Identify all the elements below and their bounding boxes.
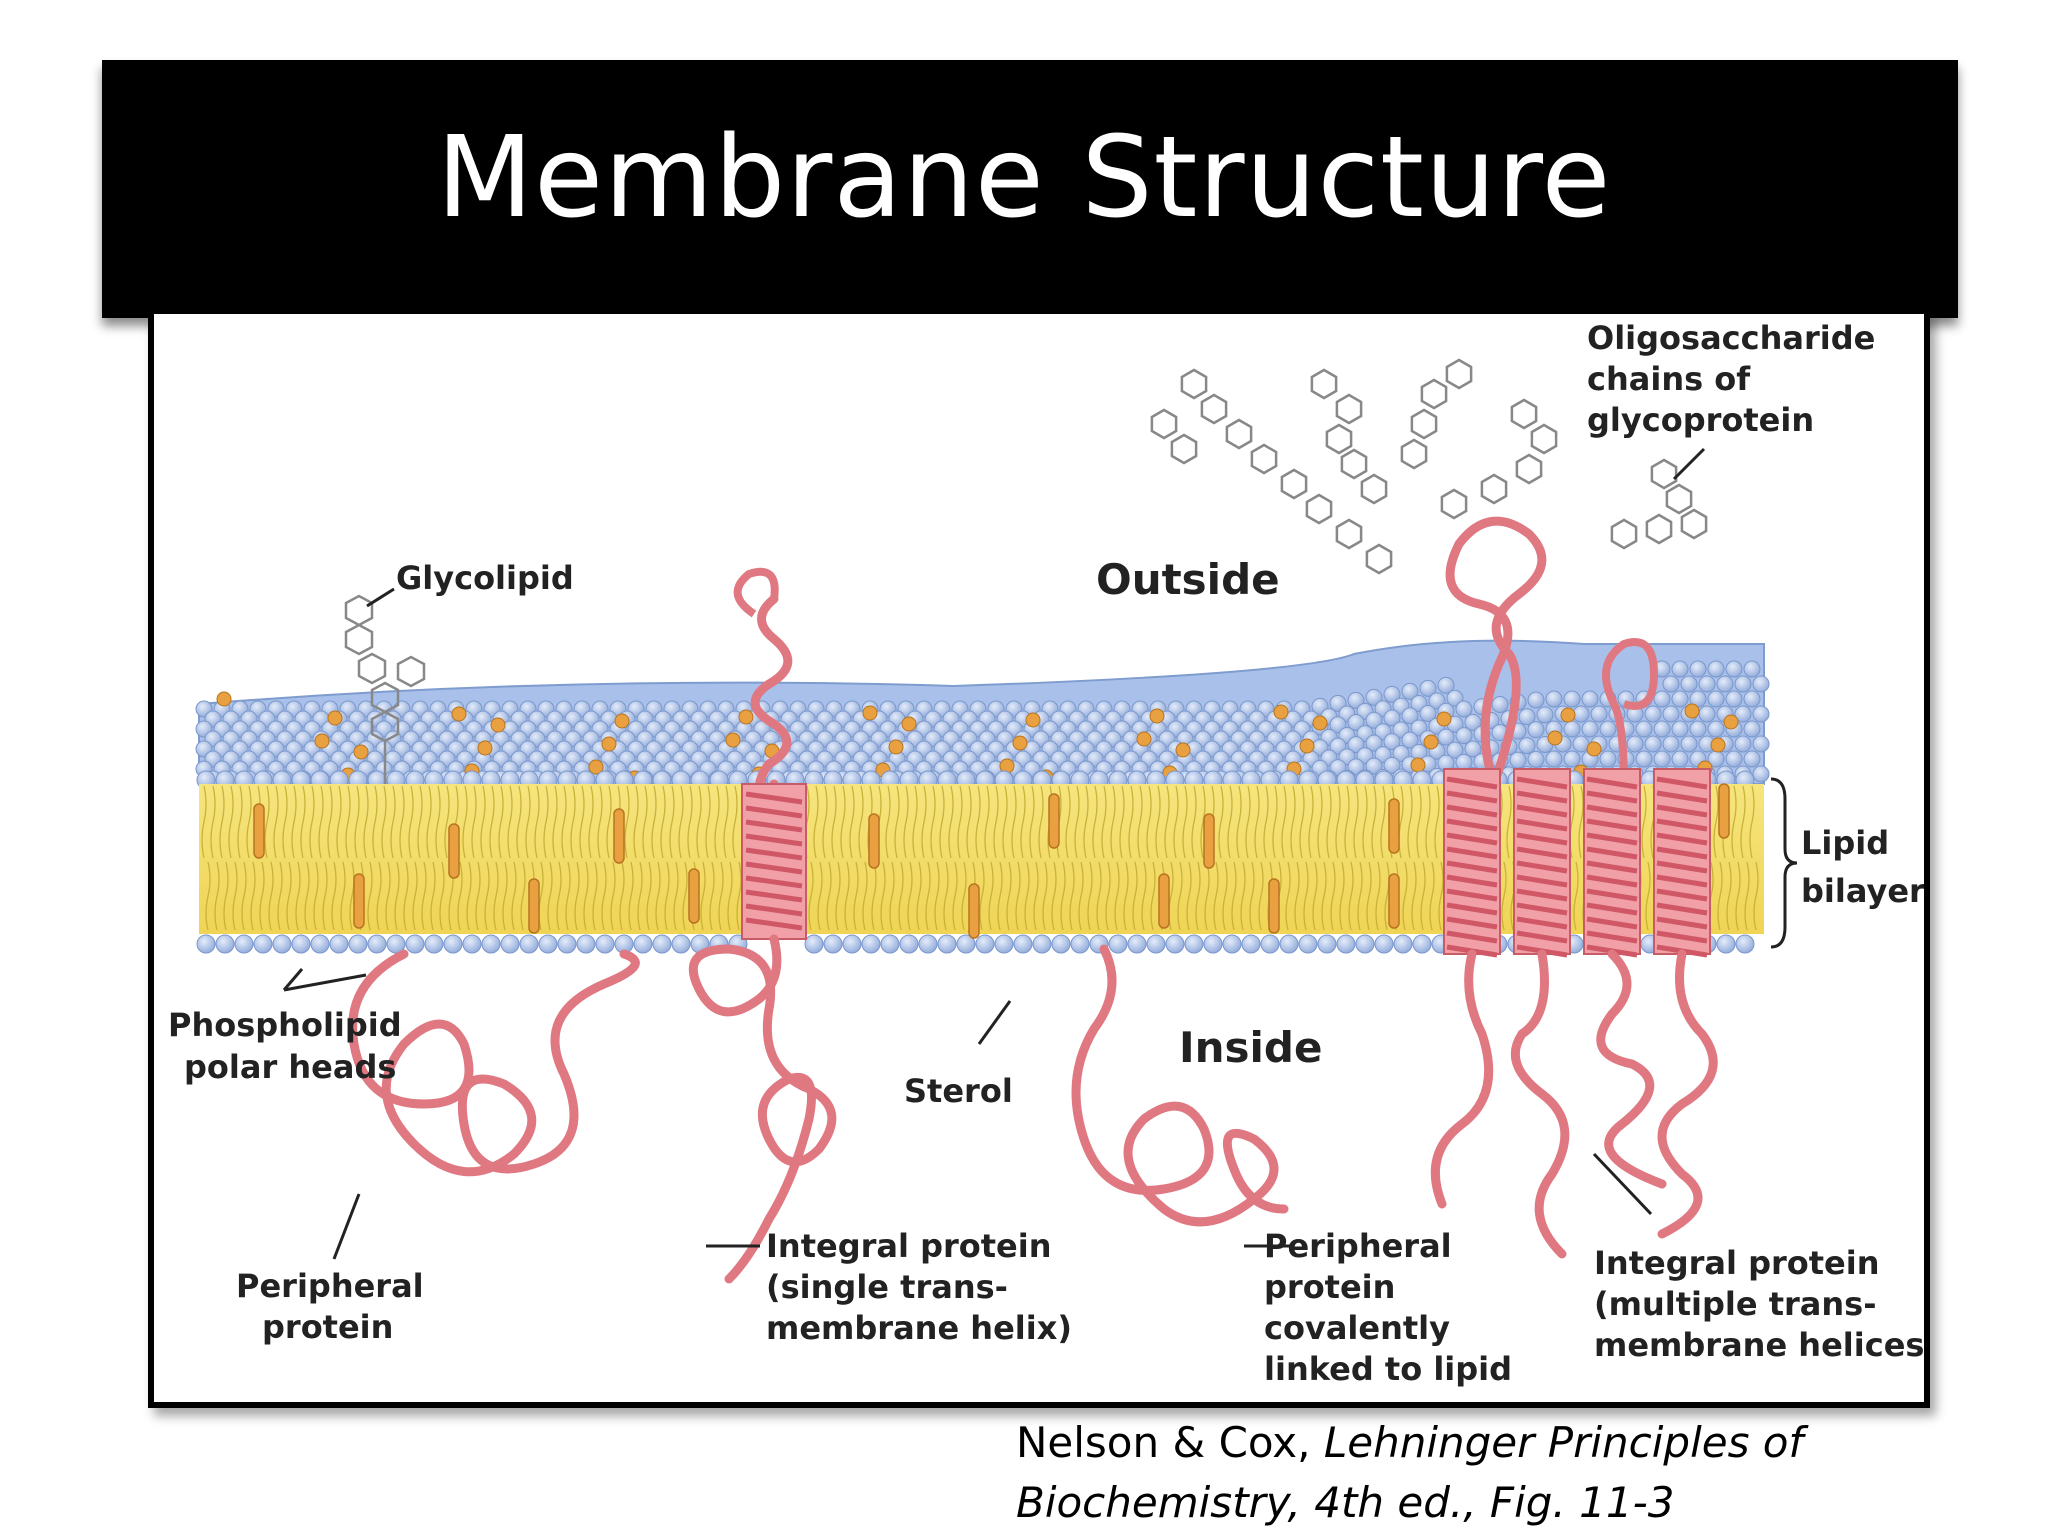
label-peripheral-protein: Peripheral protein (236, 1267, 435, 1346)
peripheral-protein-left (348, 949, 640, 1177)
outer-polar-heads (195, 660, 1770, 790)
label-inside: Inside (1179, 1023, 1322, 1072)
integral-protein-single-helix (688, 567, 837, 1284)
title-bar (102, 60, 1958, 318)
peripheral-protein-covalent (1071, 944, 1289, 1227)
label-phospholipid-heads: Phospholipid polar heads (168, 1006, 413, 1086)
sterol-molecules (253, 783, 1730, 939)
citation-book-line2: Biochemistry, 4th ed., Fig. 11-3 (1016, 1478, 1675, 1527)
label-peripheral-covalent: Peripheral protein covalently linked to … (1264, 1227, 1512, 1388)
label-lipid-bilayer: Lipid bilayer (1801, 824, 1924, 910)
label-integral-multiple: Integral protein (multiple trans- membra… (1594, 1244, 1924, 1364)
label-outside: Outside (1096, 555, 1280, 604)
label-sterol: Sterol (904, 1072, 1013, 1110)
integral-protein-multiple-helices (1430, 516, 1718, 1259)
hydrophobic-core (199, 784, 1764, 934)
label-oligosaccharide: Oligosaccharide chains of glycoprotein (1587, 319, 1886, 439)
label-integral-single: Integral protein (single trans- membrane… (766, 1227, 1072, 1347)
glycolipid-sugar-chain (344, 594, 426, 784)
label-glycolipid: Glycolipid (396, 559, 574, 597)
oligosaccharide-sugar-rings (1150, 358, 1708, 575)
citation-authors: Nelson & Cox, (1016, 1418, 1324, 1467)
leader-lines (282, 447, 1798, 1260)
citation-book-line1: Lehninger Principles of (1323, 1418, 1804, 1467)
membrane-diagram: Glycolipid Outside Inside Oligosaccharid… (168, 319, 1924, 1388)
citation: Nelson & Cox, Lehninger Principles of Bi… (1016, 1413, 2016, 1533)
slide-title: Membrane Structure (436, 113, 1612, 243)
membrane-figure: Glycolipid Outside Inside Oligosaccharid… (148, 308, 1930, 1408)
